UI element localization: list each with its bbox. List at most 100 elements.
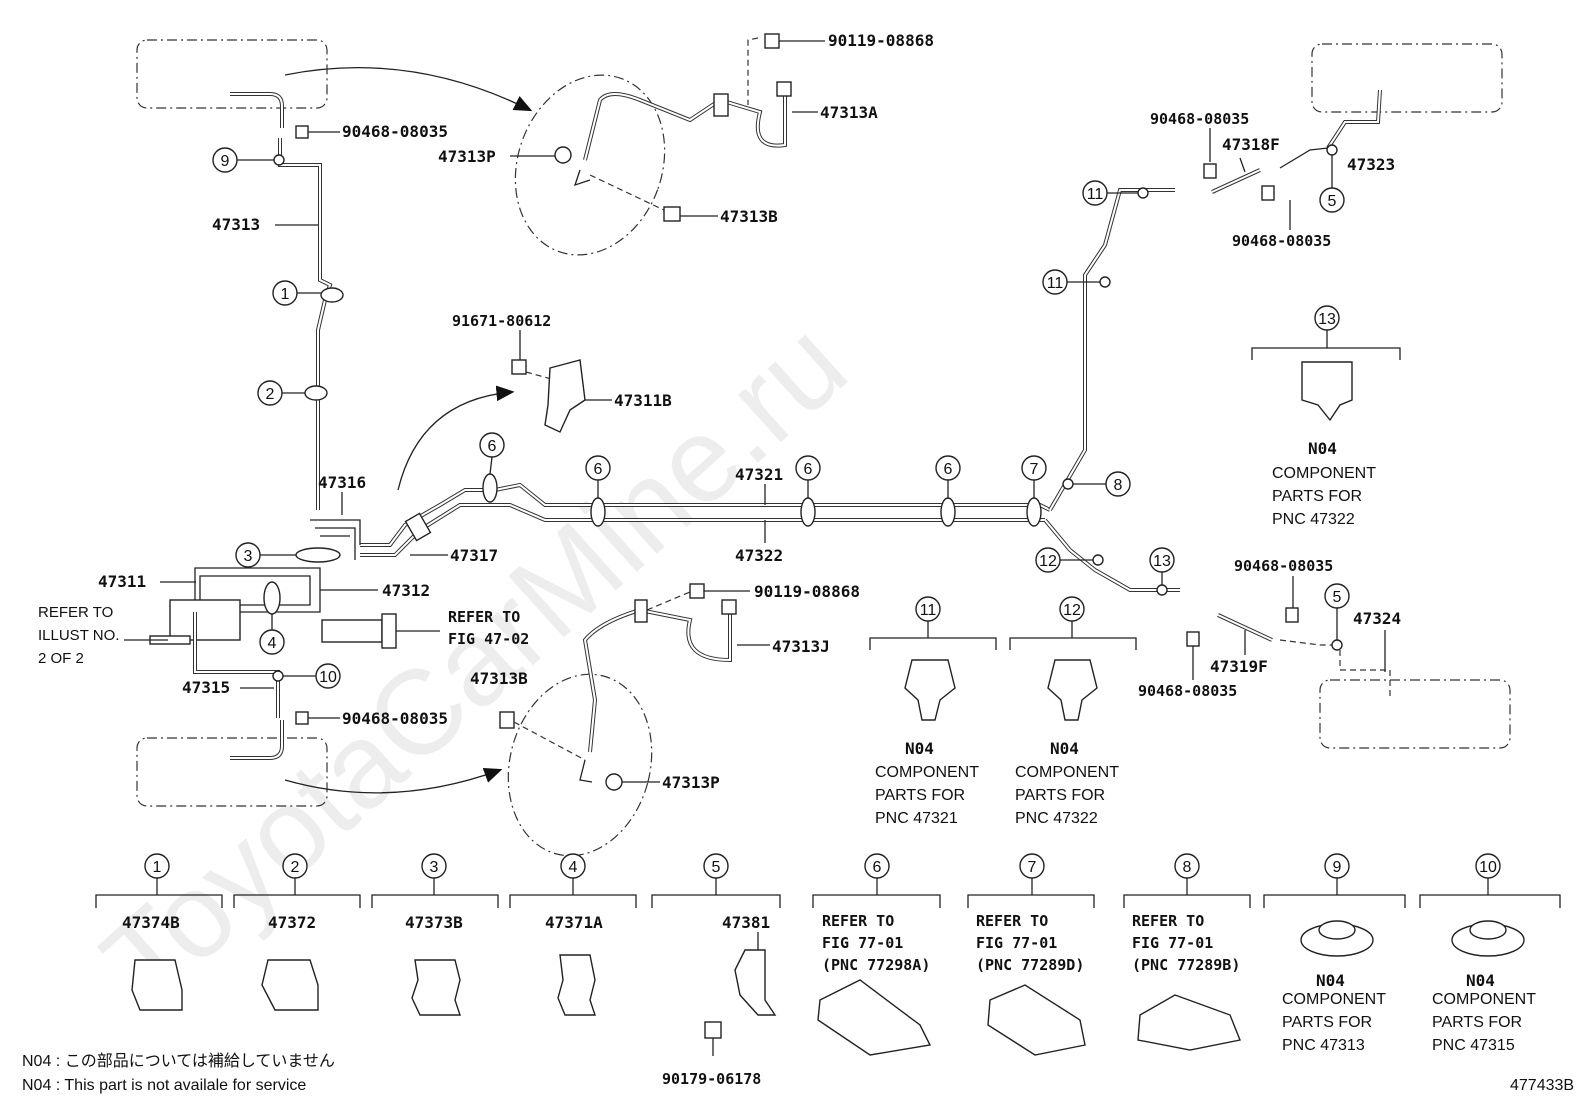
- clamp-8: [1062, 478, 1074, 490]
- arrow-center: [397, 385, 515, 491]
- svg-text:3: 3: [244, 548, 253, 565]
- callout-6d: 6: [935, 455, 961, 498]
- bracket-47381-icon: [734, 949, 777, 1016]
- refer-illust-line2: ILLUST NO.: [38, 627, 119, 644]
- grommet-10: [272, 670, 284, 682]
- clamp-4: [263, 581, 281, 615]
- clamp-11b: [1099, 276, 1111, 288]
- callout-2: 2: [257, 380, 305, 406]
- svg-text:PNC 47315: PNC 47315: [1432, 1037, 1515, 1054]
- clamp-3: [295, 547, 341, 563]
- part-label-90468-bl: 90468-08035: [342, 709, 448, 728]
- part-label-47313J: 47313J: [772, 637, 830, 656]
- refer-to-label: REFER TO: [448, 608, 520, 626]
- svg-text:COMPONENT: COMPONENT: [875, 764, 979, 781]
- clamp-47374B-icon: [131, 959, 183, 1011]
- callout-6a: 6: [479, 432, 505, 475]
- part-label-47322: 47322: [735, 546, 783, 565]
- fitting-icon: [721, 599, 737, 615]
- svg-text:10: 10: [1479, 859, 1497, 876]
- grommet-9: [273, 154, 285, 166]
- svg-text:11: 11: [1047, 275, 1064, 292]
- part-label-47323: 47323: [1347, 155, 1395, 174]
- fitting-icon: [776, 81, 792, 97]
- part-label-90468-tr: 90468-08035: [1150, 110, 1249, 128]
- svg-text:PARTS FOR: PARTS FOR: [1282, 1014, 1372, 1031]
- clamp-6d: [940, 497, 956, 527]
- arrow-bottom-left: [284, 767, 503, 794]
- part-label-90468-tr2: 90468-08035: [1232, 232, 1331, 250]
- svg-text:6: 6: [804, 461, 813, 478]
- pipe-47313: [278, 138, 333, 510]
- part-label-91671: 91671-80612: [452, 312, 551, 330]
- clamp-6a: [482, 473, 498, 503]
- part-label-47321: 47321: [735, 465, 783, 484]
- svg-text:90179-06178: 90179-06178: [662, 1070, 761, 1088]
- bracket-icon: [634, 599, 648, 623]
- c13-code: N04: [1308, 439, 1337, 458]
- bolt-47313B-bot-icon: [499, 711, 515, 729]
- callout-9: 9: [212, 147, 274, 173]
- callout-4: 4: [259, 614, 285, 655]
- svg-text:47372: 47372: [268, 913, 316, 932]
- callout-1: 1: [272, 280, 321, 306]
- svg-text:COMPONENT: COMPONENT: [1015, 764, 1119, 781]
- svg-text:PNC 47321: PNC 47321: [875, 810, 958, 827]
- callout-13: 13: [1149, 547, 1175, 585]
- bottom-item-6: 6 REFER TO FIG 77-01 (PNC 77298A): [812, 853, 941, 1056]
- svg-text:7: 7: [1030, 461, 1039, 478]
- part-label-47313B-top: 47313B: [720, 207, 778, 226]
- clamp-77289D-icon: [987, 984, 1086, 1056]
- clamp-77289B-icon: [1137, 994, 1241, 1051]
- detail-circle-bottom: [507, 673, 653, 857]
- svg-text:9: 9: [1333, 859, 1342, 876]
- callout-10: 10: [283, 663, 341, 689]
- bracket-icon: [713, 93, 729, 117]
- part-label-90468: 90468-08035: [342, 122, 448, 141]
- bottom-item-7: 7 REFER TO FIG 77-01 (PNC 77289D): [967, 853, 1095, 1056]
- callout-13-top: 13: [1314, 305, 1340, 331]
- svg-text:(PNC 77289D): (PNC 77289D): [976, 956, 1084, 974]
- callout-8: 8: [1073, 471, 1131, 497]
- part-label-47313P-top: 47313P: [438, 147, 496, 166]
- svg-text:1: 1: [153, 859, 162, 876]
- union-47317-icon: [404, 512, 432, 542]
- svg-text:3: 3: [430, 859, 439, 876]
- valve-block-47311: [169, 599, 241, 641]
- clamp-6b: [590, 497, 606, 527]
- svg-text:2: 2: [291, 859, 300, 876]
- svg-text:REFER TO: REFER TO: [976, 912, 1048, 930]
- bottom-item-10: 10 N04 COMPONENT PARTS FOR PNC 47315: [1419, 853, 1561, 1054]
- clamp-47373B-icon: [411, 959, 461, 1016]
- clip-47313P-top-icon: [554, 146, 572, 164]
- svg-text:REFER TO: REFER TO: [822, 912, 894, 930]
- callout-6b: 6: [585, 455, 611, 498]
- svg-text:8: 8: [1183, 859, 1192, 876]
- clamp-12: [1092, 554, 1104, 566]
- svg-text:(PNC 77289B): (PNC 77289B): [1132, 956, 1240, 974]
- svg-text:13: 13: [1318, 311, 1336, 328]
- svg-text:N04: N04: [1050, 739, 1079, 758]
- svg-text:COMPONENT: COMPONENT: [1432, 991, 1536, 1008]
- part-label-90119-top: 90119-08868: [828, 31, 934, 50]
- svg-text:8: 8: [1114, 477, 1123, 494]
- hose-bracket-box-bottom-left: [136, 737, 328, 807]
- bolt-47313B-top-icon: [663, 206, 681, 222]
- hose-bracket-box-top-right: [1311, 43, 1503, 113]
- footnote-en: N04 : This part is not availale for serv…: [22, 1077, 306, 1094]
- clamp-2: [304, 385, 328, 401]
- pipe-47321-rear: [1048, 188, 1175, 512]
- svg-text:11: 11: [1087, 186, 1104, 203]
- svg-text:12: 12: [1063, 602, 1081, 619]
- hose-bracket-box-right: [1319, 679, 1511, 749]
- hose-bracket-box-top-left: [136, 39, 328, 109]
- footnote-jp: N04 : この部品については補給していません: [22, 1052, 335, 1070]
- svg-text:12: 12: [1039, 553, 1057, 570]
- part-label-47324: 47324: [1353, 609, 1401, 628]
- part-label-47318F: 47318F: [1222, 135, 1280, 154]
- svg-text:6: 6: [873, 859, 882, 876]
- part-label-47312: 47312: [382, 581, 430, 600]
- refer-illust-line1: REFER TO: [38, 604, 113, 621]
- bottom-item-1: 1 47374B: [95, 853, 223, 1011]
- clamp-11a: [1137, 187, 1149, 199]
